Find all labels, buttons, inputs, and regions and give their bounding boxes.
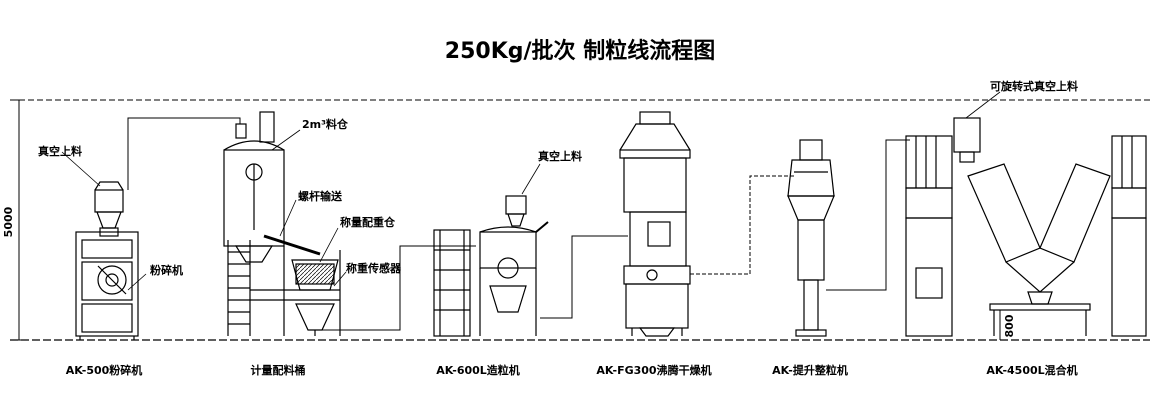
station-caption: AK-600L造粒机 <box>436 363 520 377</box>
base-dimension: 800 <box>999 310 1016 340</box>
diagram-title: 250Kg/批次 制粒线流程图 <box>445 38 715 64</box>
crusher-machine <box>75 117 241 340</box>
fluid-bed-dryer <box>619 111 796 337</box>
height-dimension-label: 5000 <box>2 206 15 237</box>
station-caption: AK-提升整粒机 <box>772 363 848 377</box>
batching-station <box>223 111 476 336</box>
callout-vacuum-feed-1: 真空上料 <box>38 144 82 158</box>
lift-sizing-machine <box>787 139 910 337</box>
callout-weighing-bin: 称量配重仓 <box>340 215 396 229</box>
granulator-machine <box>433 195 628 337</box>
callout-weighing-sensor: 称重传感器 <box>346 261 402 275</box>
callout-rotary-vacuum-feed: 可旋转式真空上料 <box>990 79 1078 93</box>
callout-hopper-2m3: 2m³料仓 <box>302 117 349 131</box>
base-dimension-label: 800 <box>1003 314 1016 337</box>
callout-crusher: 粉碎机 <box>150 263 183 277</box>
mixer-machine <box>905 117 1147 337</box>
station-caption: AK-FG300沸腾干燥机 <box>596 363 711 377</box>
station-caption: AK-500粉碎机 <box>66 363 143 377</box>
height-dimension: 5000 <box>2 99 24 341</box>
callout-vacuum-feed-2: 真空上料 <box>538 149 582 163</box>
callout-screw-conveyor: 螺杆输送 <box>298 189 343 203</box>
station-caption: 计量配料桶 <box>251 363 306 377</box>
station-caption: AK-4500L混合机 <box>986 363 1077 377</box>
